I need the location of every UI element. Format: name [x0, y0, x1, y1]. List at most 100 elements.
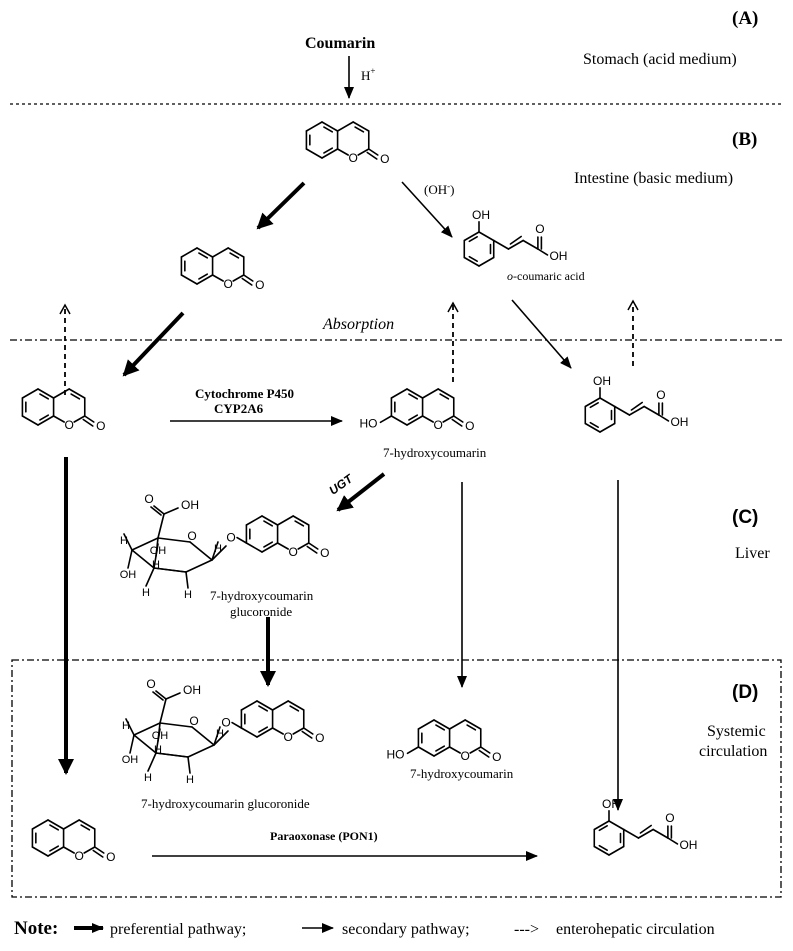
pyranone-bond: [464, 719, 482, 730]
benzene-bond: [608, 820, 625, 831]
sugar-carboxyl-bond: [157, 513, 165, 539]
sugar-ring-bond: [133, 734, 157, 754]
sugar-ring-bond: [191, 726, 215, 746]
benzene-bond: [245, 515, 263, 526]
glucuronide-liver-label-line1: 7-hydroxycoumarin: [210, 588, 314, 603]
hydroxy-label: HO: [386, 747, 404, 761]
benzene-double-bond: [435, 745, 446, 752]
pyranone-double-bond: [80, 824, 91, 831]
carboxyl-oh-label: OH: [670, 415, 688, 429]
sugar-oh-label: OH: [120, 569, 137, 581]
sugar-carboxyl-bond: [155, 690, 167, 700]
benzene-double-bond: [198, 252, 209, 259]
sugar-front-edge: [155, 752, 189, 758]
sugar-carboxyl-bond: [163, 507, 179, 515]
benzene-bond: [261, 542, 279, 553]
carbonyl-bond: [241, 277, 253, 286]
sugar-h-label: H: [152, 559, 160, 571]
pyranone-double-bond: [289, 705, 300, 712]
benzene-bond: [305, 121, 323, 132]
proton-label: H+: [361, 66, 375, 83]
sugar-oh-label: OH: [122, 754, 139, 766]
chain-bond: [613, 405, 631, 416]
benzene-bond: [31, 819, 49, 830]
legend-dashed-symbol: --->: [514, 921, 539, 938]
carbonyl-oxygen-label: O: [96, 419, 105, 433]
pyranone-bond: [292, 727, 305, 735]
benzene-double-bond: [589, 402, 599, 409]
carbonyl-bond: [302, 727, 314, 735]
benzene-double-bond: [598, 844, 608, 851]
sugar-h-label: H: [154, 744, 162, 756]
benzene-bond: [463, 231, 480, 242]
chain-bond: [622, 828, 640, 839]
benzene-bond: [261, 515, 279, 526]
carboxyl-bond: [658, 414, 670, 422]
section-c-tag: (C): [732, 507, 758, 528]
carboxyl-bond: [537, 248, 549, 256]
sugar-substituent-bond: [125, 718, 135, 736]
benzene-bond: [321, 148, 339, 159]
benzene-double-bond: [49, 824, 60, 831]
benzene-double-bond: [468, 255, 478, 262]
pyranone-bond: [469, 746, 482, 754]
carbonyl-bond: [301, 730, 313, 739]
sugar-ring-bond: [187, 744, 215, 758]
section-d-tag: (D): [732, 682, 758, 703]
sugar-substituent-bond: [185, 571, 189, 589]
benzene-double-bond: [258, 705, 269, 712]
benzene-bond: [256, 727, 274, 738]
sugar-carboxyl-oxygen-label: O: [144, 492, 153, 506]
carbonyl-oxygen-label: O: [465, 419, 474, 433]
ring-oxygen-label: O: [434, 418, 443, 432]
sugar-substituent-bond: [127, 549, 133, 569]
benzene-bond: [463, 256, 480, 267]
carbonyl-bond: [82, 418, 94, 427]
chain-bond: [492, 239, 510, 250]
pyranone-bond: [336, 148, 349, 156]
carbonyl-bond: [93, 846, 105, 854]
glycosidic-bond: [236, 536, 248, 544]
carbonyl-oxygen-label: O: [320, 546, 329, 560]
benzene-bond: [31, 846, 49, 857]
benzene-double-bond: [323, 147, 334, 154]
arrow-coumarin-to-ocoumaric: [401, 181, 453, 238]
pyranone-bond: [448, 719, 466, 730]
sugar-ring-bond: [133, 722, 161, 736]
carbonyl-oxygen-label: O: [492, 750, 501, 764]
sugar-carboxyl-oh-label: OH: [183, 683, 201, 697]
benzene-bond: [593, 820, 610, 831]
section-a-tag: (A): [732, 8, 758, 29]
chain-bond: [643, 405, 660, 416]
pyranone-bond: [287, 700, 305, 711]
pyranone-bond: [73, 415, 86, 423]
benzene-bond: [593, 845, 610, 856]
carbonyl-oxygen-label: O: [255, 278, 264, 292]
carbonyl-bond: [242, 274, 254, 282]
sugar-front-edge: [153, 567, 187, 573]
legend-secondary: secondary pathway;: [342, 921, 470, 938]
sugar-substituent-bond: [213, 726, 221, 746]
sugar-ring-bond: [157, 537, 191, 543]
pyranone-bond: [276, 515, 294, 526]
alkene-double-bond: [630, 401, 643, 411]
sugar-h-label: H: [144, 772, 152, 784]
carbonyl-bond: [366, 151, 378, 160]
sugar-ring-bond: [131, 537, 159, 551]
sugar-h-label: H: [122, 720, 130, 732]
pyranone-bond: [292, 515, 310, 526]
benzene-double-bond: [39, 393, 50, 400]
carboxyl-bond: [667, 837, 679, 845]
benzene-bond: [321, 121, 339, 132]
sugar-substituent-bond: [187, 756, 191, 774]
carbonyl-oxygen-label: O: [315, 731, 324, 745]
ring-oxygen-label: O: [224, 277, 233, 291]
